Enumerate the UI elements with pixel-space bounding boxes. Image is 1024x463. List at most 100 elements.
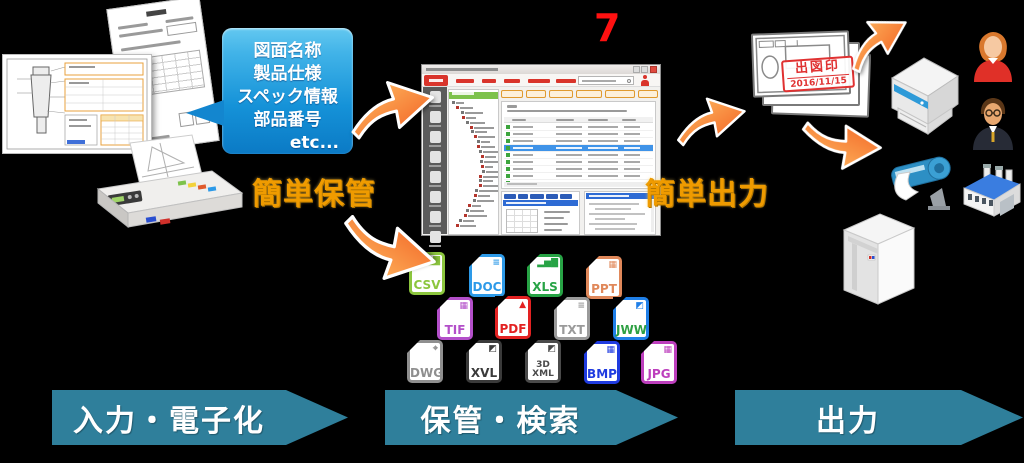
menu-item[interactable] [556, 79, 576, 83]
tree-node[interactable] [464, 213, 487, 217]
image-glyph-icon: ▦ [663, 345, 672, 355]
file-type-label: XLS [532, 280, 558, 294]
file-type-icon-3dxml: ◩3D XML [525, 340, 561, 383]
search-input[interactable] [578, 76, 634, 85]
page-fold [437, 297, 450, 310]
tree-node[interactable] [466, 120, 485, 124]
file-type-label: TXT [559, 323, 585, 337]
factory-icon [963, 164, 1021, 217]
drawing-content [6, 58, 148, 150]
female-user-icon [974, 32, 1012, 82]
tree-node[interactable] [480, 159, 498, 163]
file-type-label: TIF [444, 323, 466, 337]
file-list-row[interactable] [504, 145, 653, 152]
tree-node[interactable] [475, 189, 498, 193]
icon-label-bar [429, 165, 441, 167]
menu-item[interactable] [456, 79, 474, 83]
sidebar-icon-copy[interactable] [428, 191, 442, 207]
file-list-row[interactable] [504, 138, 653, 145]
preview-button[interactable] [504, 194, 516, 199]
filter-tab[interactable] [576, 90, 602, 98]
minimize-button[interactable] [633, 66, 640, 73]
sidebar-icon-download[interactable] [428, 231, 442, 247]
sidebar-icon-file[interactable] [428, 171, 442, 187]
bubble-line: 製品仕様 [253, 64, 322, 84]
sidebar-icon-folder[interactable] [428, 111, 442, 127]
file-type-icon-xvl: ◩XVL [466, 340, 502, 383]
shapes-glyph-icon: ◩ [488, 344, 497, 354]
close-button[interactable] [650, 66, 657, 73]
list-column-headers[interactable] [504, 117, 653, 123]
tree-node[interactable] [473, 199, 494, 202]
file-type-label: CSV [413, 278, 441, 292]
tree-node[interactable] [481, 164, 493, 168]
sidebar-icon-cloud[interactable] [428, 151, 442, 167]
tree-node[interactable] [466, 208, 484, 212]
file-type-icon-bmp: ▦BMP [584, 341, 620, 384]
male-user-icon [973, 98, 1013, 150]
horizontal-scrollbar[interactable] [504, 182, 653, 186]
page-fold [586, 256, 599, 269]
file-type-label: BMP [587, 367, 617, 381]
sidebar-icon-document[interactable] [428, 91, 442, 107]
file-list-row[interactable] [504, 166, 653, 173]
filter-tab[interactable] [638, 90, 658, 98]
tree-node[interactable] [456, 105, 473, 109]
shapes-glyph-icon: ◩ [635, 301, 644, 311]
tree-node[interactable] [481, 154, 496, 158]
file-list-row[interactable] [504, 131, 653, 138]
sidebar-icon-disc[interactable] [428, 211, 442, 227]
tree-node[interactable] [470, 125, 494, 129]
tree-node[interactable] [479, 179, 493, 183]
preview-button[interactable] [530, 194, 544, 199]
file-list-row[interactable] [504, 124, 653, 131]
tree-node[interactable] [471, 130, 487, 134]
tree-node[interactable] [479, 150, 498, 153]
banner-label: 出力 [816, 403, 880, 439]
file-list-row[interactable] [504, 159, 653, 166]
shapes-glyph-icon: ◩ [547, 344, 556, 354]
file-list-row[interactable] [504, 152, 653, 159]
vertical-scrollbar[interactable] [651, 200, 654, 232]
filter-tab[interactable] [549, 90, 573, 98]
bubble-line: etc... [289, 133, 339, 153]
tree-node[interactable] [482, 169, 498, 173]
file-list-row[interactable] [504, 173, 653, 180]
tree-node[interactable] [479, 184, 498, 188]
tree-node[interactable] [479, 174, 498, 178]
filter-tab[interactable] [605, 90, 635, 98]
tree-node[interactable] [477, 140, 490, 144]
file-type-label: DOC [472, 280, 502, 294]
page-fold [469, 254, 482, 267]
preview-button[interactable] [546, 194, 558, 199]
tree-header [449, 92, 498, 99]
user-icon[interactable] [640, 75, 650, 86]
plotter-icon [891, 156, 951, 210]
preview-button[interactable] [518, 194, 528, 199]
icon-label-bar [429, 145, 441, 147]
tree-node[interactable] [468, 203, 481, 207]
app-menu-button[interactable] [424, 75, 448, 86]
preview-button[interactable] [560, 194, 572, 199]
sidebar-icon-print[interactable] [428, 131, 442, 147]
tree-node[interactable] [474, 135, 495, 139]
filter-tab[interactable] [526, 90, 546, 98]
folder-tree-panel[interactable] [448, 89, 499, 235]
tree-node[interactable] [452, 101, 464, 104]
tree-node[interactable] [459, 218, 474, 222]
app-titlebar[interactable] [422, 65, 660, 74]
tree-node[interactable] [477, 145, 495, 149]
tree-node[interactable] [474, 194, 490, 198]
menu-item[interactable] [528, 79, 550, 83]
tree-node[interactable] [462, 115, 476, 119]
menu-item[interactable] [504, 79, 520, 83]
stamped-output-drawings: 出図印 2016/11/15 [750, 30, 872, 132]
tree-node[interactable] [461, 110, 483, 114]
banner-label: 保管・検索 [420, 403, 581, 439]
maximize-button[interactable] [641, 66, 648, 73]
filter-tab[interactable] [501, 90, 523, 98]
menu-item[interactable] [482, 79, 496, 83]
tree-node[interactable] [456, 223, 476, 227]
cloud-icon [429, 151, 441, 163]
